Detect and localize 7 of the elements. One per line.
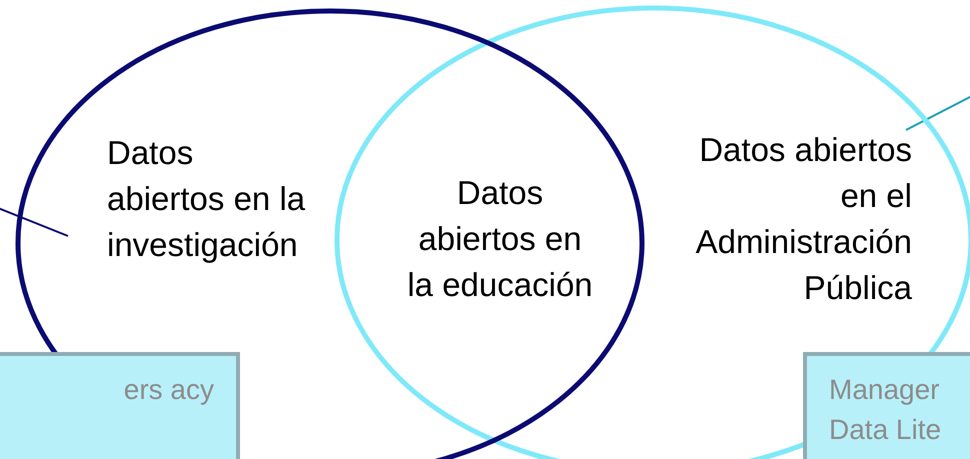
circle-label: Datos abiertos en la investigación	[107, 133, 306, 265]
leader-line	[906, 95, 970, 131]
leader-line	[0, 207, 68, 237]
overlap-label: Datos abiertos en la educación	[406, 173, 594, 305]
text-box: Manager Data Lite	[803, 352, 970, 459]
text-box: ers acy	[0, 352, 240, 459]
circle-label: Datos abiertos en el Administración Pública	[694, 130, 912, 308]
